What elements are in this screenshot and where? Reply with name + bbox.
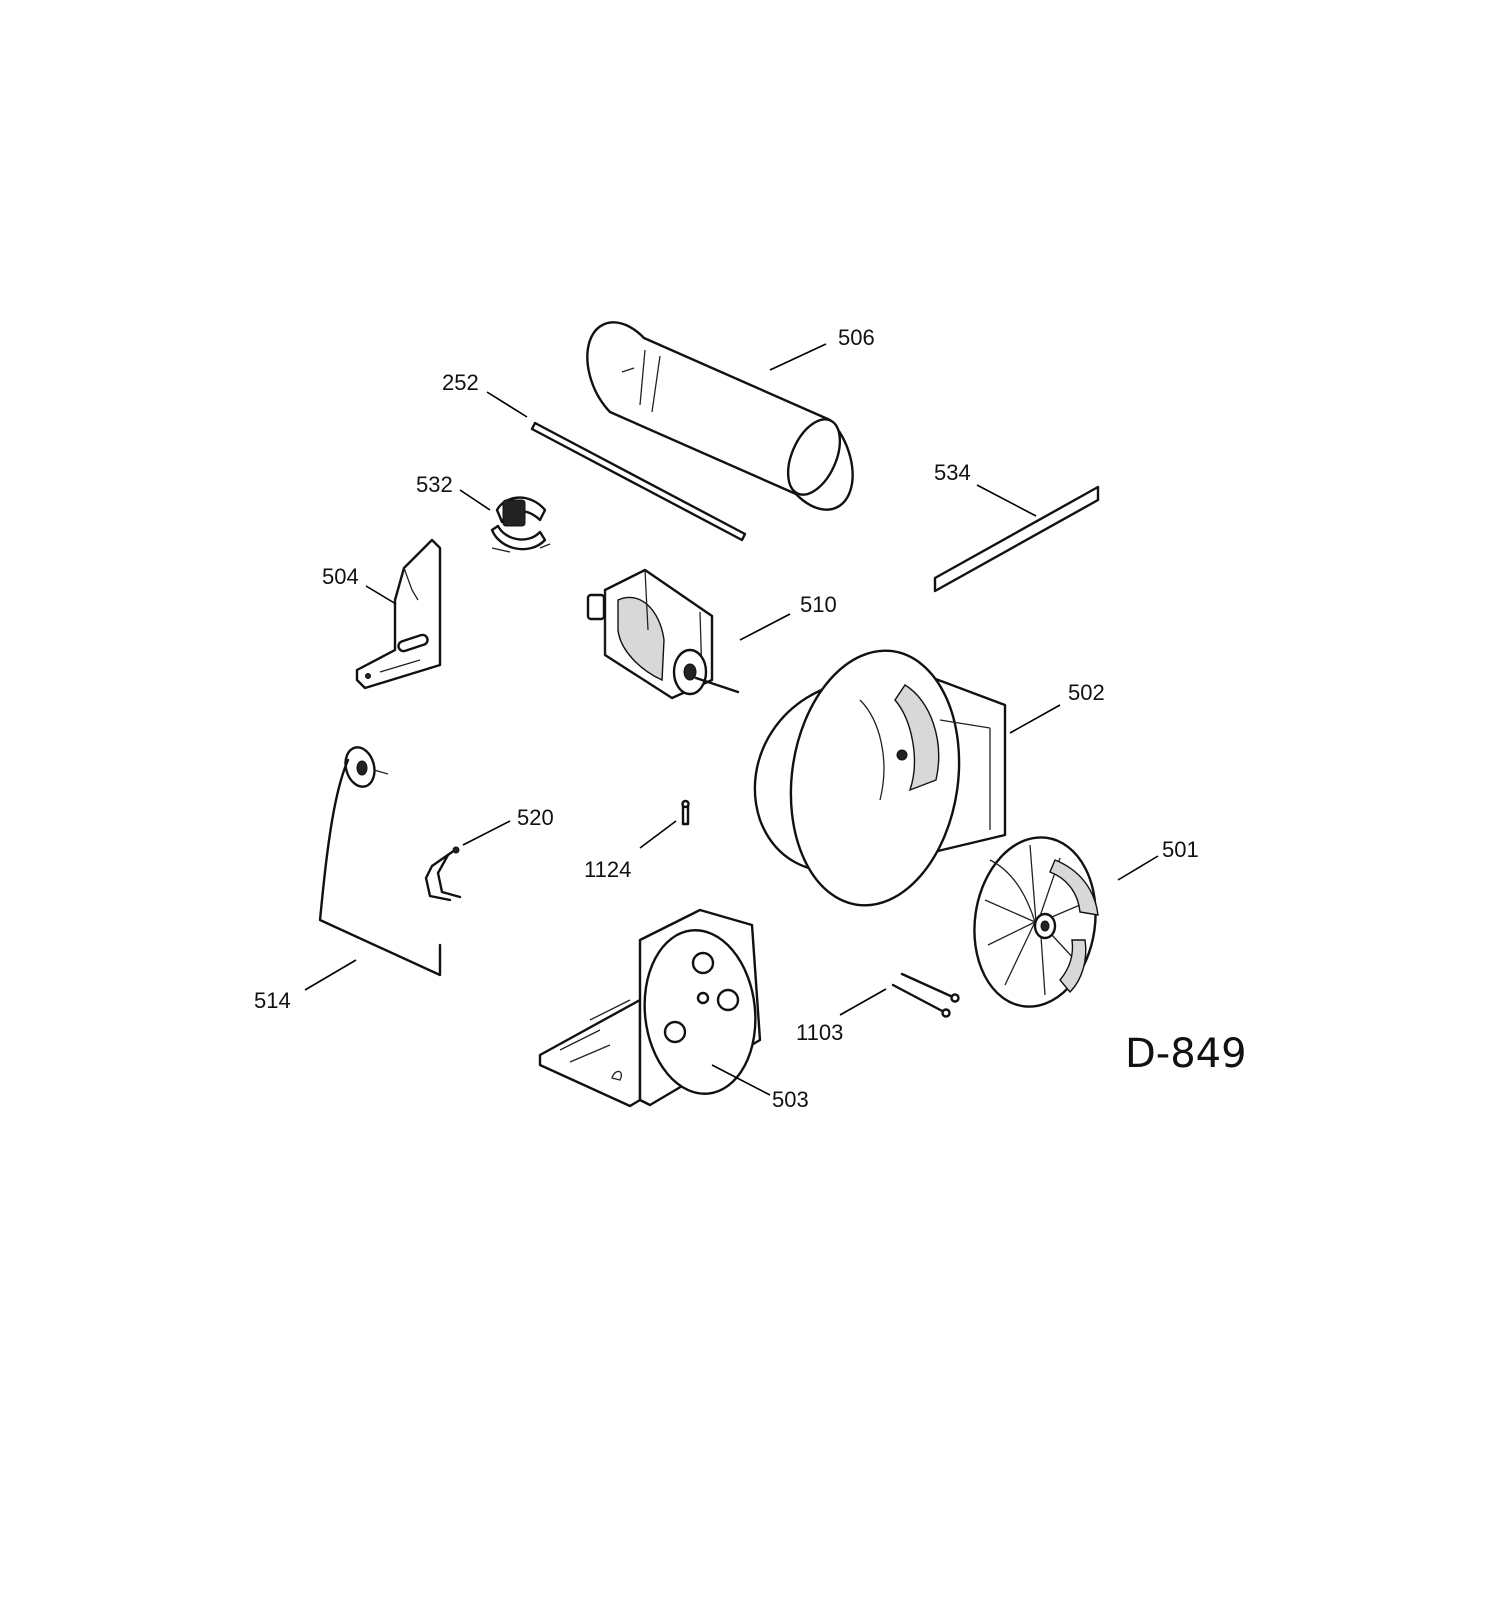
part-501-blower-wheel[interactable] <box>964 829 1106 1014</box>
leader-501 <box>1117 855 1159 881</box>
leader-502 <box>1009 704 1061 734</box>
part-532-clamp[interactable] <box>490 496 551 553</box>
leader-534 <box>976 484 1037 517</box>
label-501: 501 <box>1162 837 1199 862</box>
leader-510 <box>739 613 791 641</box>
diagram-code: D-849 <box>1125 1031 1247 1077</box>
part-503-bulkhead[interactable] <box>538 908 763 1108</box>
label-514: 514 <box>254 988 291 1013</box>
leader-520 <box>462 820 511 846</box>
leader-1124 <box>639 820 677 849</box>
part-1103-screws[interactable] <box>891 972 960 1018</box>
leader-532 <box>459 489 491 511</box>
leader-514 <box>304 959 357 991</box>
leader-506 <box>769 343 827 371</box>
leader-1103 <box>839 988 887 1016</box>
leader-503 <box>711 1064 771 1096</box>
part-510-motor[interactable] <box>586 568 740 700</box>
part-502-blower-housing[interactable] <box>753 640 1007 917</box>
label-520: 520 <box>517 805 554 830</box>
part-252-rod[interactable] <box>530 421 747 542</box>
label-506: 506 <box>838 325 875 350</box>
part-504-bracket[interactable] <box>355 538 442 690</box>
label-532: 532 <box>416 472 453 497</box>
leader-504 <box>365 585 397 605</box>
part-1124-pin[interactable] <box>681 799 690 826</box>
part-514-idler-arm[interactable] <box>318 744 442 977</box>
label-534: 534 <box>934 460 971 485</box>
label-252: 252 <box>442 370 479 395</box>
part-506-heater-duct[interactable] <box>586 321 854 511</box>
leader-252 <box>486 391 528 418</box>
part-534-strip[interactable] <box>933 485 1100 593</box>
part-520-clip[interactable] <box>424 846 462 902</box>
label-503: 503 <box>772 1087 809 1112</box>
label-1103: 1103 <box>796 1020 843 1045</box>
label-510: 510 <box>800 592 837 617</box>
label-1124: 1124 <box>584 857 631 882</box>
label-502: 502 <box>1068 680 1105 705</box>
label-504: 504 <box>322 564 359 589</box>
